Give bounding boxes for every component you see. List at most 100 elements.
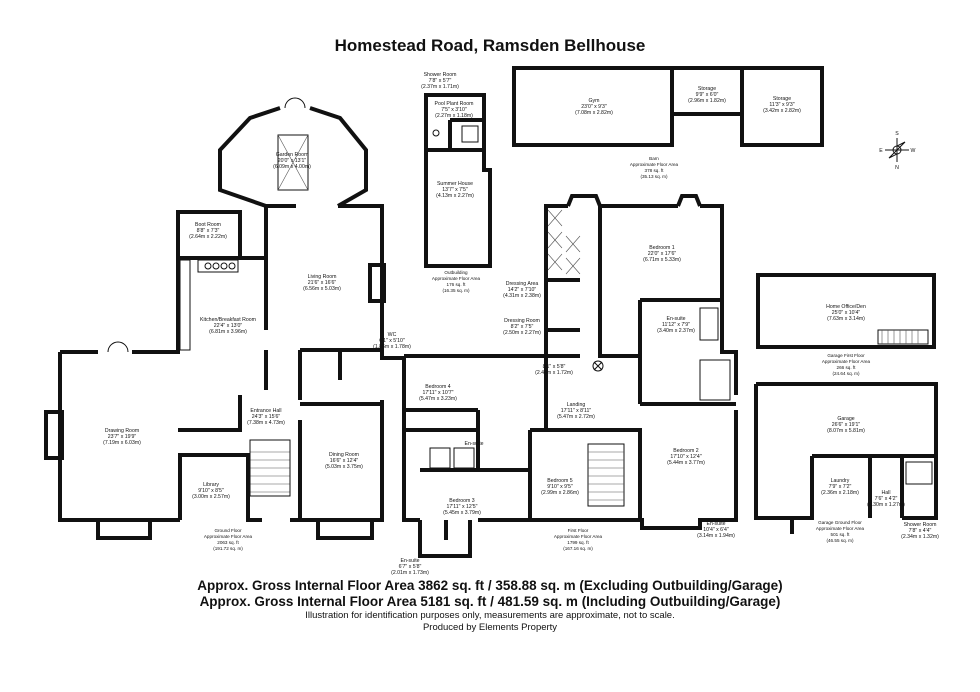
barn-plan xyxy=(512,66,824,147)
gym-label: Gym xyxy=(589,98,600,104)
svg-text:7'5" x 3'10": 7'5" x 3'10" xyxy=(441,107,467,113)
svg-text:(6.56m x 5.03m): (6.56m x 5.03m) xyxy=(303,286,341,292)
svg-text:Approximate Floor Area: Approximate Floor Area xyxy=(822,359,871,364)
svg-text:11'3" x 9'3": 11'3" x 9'3" xyxy=(769,102,794,108)
wc-label: WC xyxy=(388,332,397,338)
barn-labels: Gym 23'0" x 9'3" (7.08m x 2.82m) Storage… xyxy=(575,86,801,179)
outbuilding-plan xyxy=(424,93,492,268)
svg-text:(2.36m x 2.18m): (2.36m x 2.18m) xyxy=(821,490,859,496)
svg-text:(4.13m x 2.27m): (4.13m x 2.27m) xyxy=(436,193,474,199)
garden-room-label: Garden Room xyxy=(276,152,309,158)
area-excluding: Approx. Gross Internal Floor Area 3862 s… xyxy=(197,578,783,593)
dining-room-label: Dining Room xyxy=(329,452,359,458)
garage-label: Garage xyxy=(837,416,854,422)
ground-floor-labels: Drawing Room 23'7" x 19'9" (7.19m x 6.03… xyxy=(103,152,411,551)
svg-text:25'0" x 10'4": 25'0" x 10'4" xyxy=(832,310,861,316)
svg-text:17'11" x 12'5": 17'11" x 12'5" xyxy=(447,504,478,510)
svg-text:(5.44m x 3.77m): (5.44m x 3.77m) xyxy=(667,460,705,466)
svg-text:First Floor: First Floor xyxy=(568,528,589,533)
floor-plan: Drawing Room 23'7" x 19'9" (7.19m x 6.03… xyxy=(44,66,939,576)
svg-text:8'8" x 7'3": 8'8" x 7'3" xyxy=(197,228,220,234)
garage-first-floor-labels: Home Office/Den 25'0" x 10'4" (7.63m x 3… xyxy=(822,304,871,376)
hall-label: Hall xyxy=(882,490,891,496)
svg-text:(2.01m x 1.73m): (2.01m x 1.73m) xyxy=(391,570,429,576)
svg-text:14'2" x 7'10": 14'2" x 7'10" xyxy=(508,287,537,293)
svg-text:(1.86m x 1.78m): (1.86m x 1.78m) xyxy=(373,344,411,350)
svg-text:10'4" x 6'4": 10'4" x 6'4" xyxy=(703,527,729,533)
svg-text:(2.64m x 2.22m): (2.64m x 2.22m) xyxy=(189,234,227,240)
credit: Produced by Elements Property xyxy=(422,622,558,633)
svg-text:(2.46m x 1.72m): (2.46m x 1.72m) xyxy=(535,370,573,376)
svg-text:Garage Ground Floor: Garage Ground Floor xyxy=(818,520,862,525)
first-floor-plan xyxy=(402,194,738,558)
svg-text:Approximate Floor Area: Approximate Floor Area xyxy=(204,534,253,539)
living-room-label: Living Room xyxy=(308,274,337,280)
svg-text:(6.71m x 5.33m): (6.71m x 5.33m) xyxy=(643,257,681,263)
svg-text:(4.31m x 2.38m): (4.31m x 2.38m) xyxy=(503,293,541,299)
svg-text:1799 sq. ft: 1799 sq. ft xyxy=(567,540,589,545)
boot-room-label: Boot Room xyxy=(195,222,221,228)
disclaimer: Illustration for identification purposes… xyxy=(305,610,675,621)
home-office-label: Home Office/Den xyxy=(826,304,866,310)
svg-text:(2.34m x 1.32m): (2.34m x 1.32m) xyxy=(901,534,939,540)
ensuite-bed2-label: En-suite xyxy=(706,521,725,527)
svg-text:Ground Floor: Ground Floor xyxy=(214,528,242,533)
svg-text:6'7" x 5'8": 6'7" x 5'8" xyxy=(399,564,422,570)
svg-text:(5.47m x 3.23m): (5.47m x 3.23m) xyxy=(419,396,457,402)
svg-text:2063 sq. ft: 2063 sq. ft xyxy=(217,540,239,545)
bedroom-4-label: Bedroom 4 xyxy=(425,384,450,390)
entrance-hall-label: Entrance Hall xyxy=(250,408,281,414)
svg-text:(3.40m x 2.37m): (3.40m x 2.37m) xyxy=(657,328,695,334)
first-floor-labels: Bedroom 4 17'11" x 10'7" (5.47m x 3.23m)… xyxy=(391,245,735,576)
garage-ground-floor-plan xyxy=(754,382,938,534)
svg-text:176 sq. ft: 176 sq. ft xyxy=(447,282,467,287)
svg-text:(46.55 sq. m): (46.55 sq. m) xyxy=(826,538,854,543)
svg-text:16'6" x 12'4": 16'6" x 12'4" xyxy=(330,458,359,464)
storage-1-label: Storage xyxy=(698,86,716,92)
svg-text:N: N xyxy=(895,165,899,171)
svg-text:(35.13 sq. m): (35.13 sq. m) xyxy=(640,174,668,179)
svg-text:Outbuilding: Outbuilding xyxy=(444,270,468,275)
svg-text:(6.09m x 4.00m): (6.09m x 4.00m) xyxy=(273,164,311,170)
svg-text:(2.99m x 2.86m): (2.99m x 2.86m) xyxy=(541,490,579,496)
svg-text:(7.63m x 3.14m): (7.63m x 3.14m) xyxy=(827,316,865,322)
pool-plant-label: Pool Plant Room xyxy=(435,101,474,107)
laundry-label: Laundry xyxy=(831,478,850,484)
garage-first-floor-plan xyxy=(756,273,936,349)
svg-text:Approximate Floor Area: Approximate Floor Area xyxy=(432,276,481,281)
svg-text:11'12" x 7'9": 11'12" x 7'9" xyxy=(662,322,690,328)
svg-text:17'11" x 10'7": 17'11" x 10'7" xyxy=(423,390,454,396)
svg-text:(2.27m x 1.18m): (2.27m x 1.18m) xyxy=(435,113,473,119)
svg-text:7'9" x 7'2": 7'9" x 7'2" xyxy=(829,484,852,490)
svg-text:22'0" x 17'6": 22'0" x 17'6" xyxy=(648,251,677,257)
svg-text:(5.03m x 3.75m): (5.03m x 3.75m) xyxy=(325,464,363,470)
dressing-room-label: Dressing Room xyxy=(504,318,540,324)
garage-ground-floor-labels: Garage 26'6" x 19'1" (8.07m x 5.81m) Lau… xyxy=(816,416,939,543)
svg-text:26'6" x 19'1": 26'6" x 19'1" xyxy=(832,422,861,428)
svg-text:(7.08m x 2.82m): (7.08m x 2.82m) xyxy=(575,110,613,116)
area-including: Approx. Gross Internal Floor Area 5181 s… xyxy=(199,594,781,609)
ensuite-bed3-label: En-suite xyxy=(400,558,419,564)
svg-text:(167.16 sq. m): (167.16 sq. m) xyxy=(563,546,593,551)
bedroom-1-label: Bedroom 1 xyxy=(649,245,674,251)
bedroom-2-label: Bedroom 2 xyxy=(673,448,698,454)
bedroom-3-label: Bedroom 3 xyxy=(449,498,474,504)
storage-2-label: Storage xyxy=(773,96,791,102)
svg-text:Barn: Barn xyxy=(649,156,659,161)
svg-text:(24.64 sq. m): (24.64 sq. m) xyxy=(832,371,860,376)
svg-text:S: S xyxy=(895,131,899,137)
svg-text:(8.07m x 5.81m): (8.07m x 5.81m) xyxy=(827,428,865,434)
svg-text:6'1" x 5'10": 6'1" x 5'10" xyxy=(379,338,405,344)
svg-text:(3.14m x 1.94m): (3.14m x 1.94m) xyxy=(697,533,735,539)
svg-text:21'6" x 16'6": 21'6" x 16'6" xyxy=(308,280,337,286)
svg-text:(6.81m x 3.96m): (6.81m x 3.96m) xyxy=(209,329,247,335)
svg-text:8'2" x 7'5": 8'2" x 7'5" xyxy=(511,324,534,330)
shower-room-out-label: Shower Room xyxy=(424,72,457,78)
svg-text:(7.38m x 4.73m): (7.38m x 4.73m) xyxy=(247,420,285,426)
svg-text:(2.37m x 1.71m): (2.37m x 1.71m) xyxy=(421,84,459,90)
svg-text:7'6" x 4'2": 7'6" x 4'2" xyxy=(875,496,898,502)
svg-text:(3.42m x 2.82m): (3.42m x 2.82m) xyxy=(763,108,801,114)
svg-text:501 sq. ft: 501 sq. ft xyxy=(831,532,851,537)
page-title: Homestead Road, Ramsden Bellhouse xyxy=(334,36,646,55)
svg-text:8'1" x 5'8": 8'1" x 5'8" xyxy=(543,364,566,370)
